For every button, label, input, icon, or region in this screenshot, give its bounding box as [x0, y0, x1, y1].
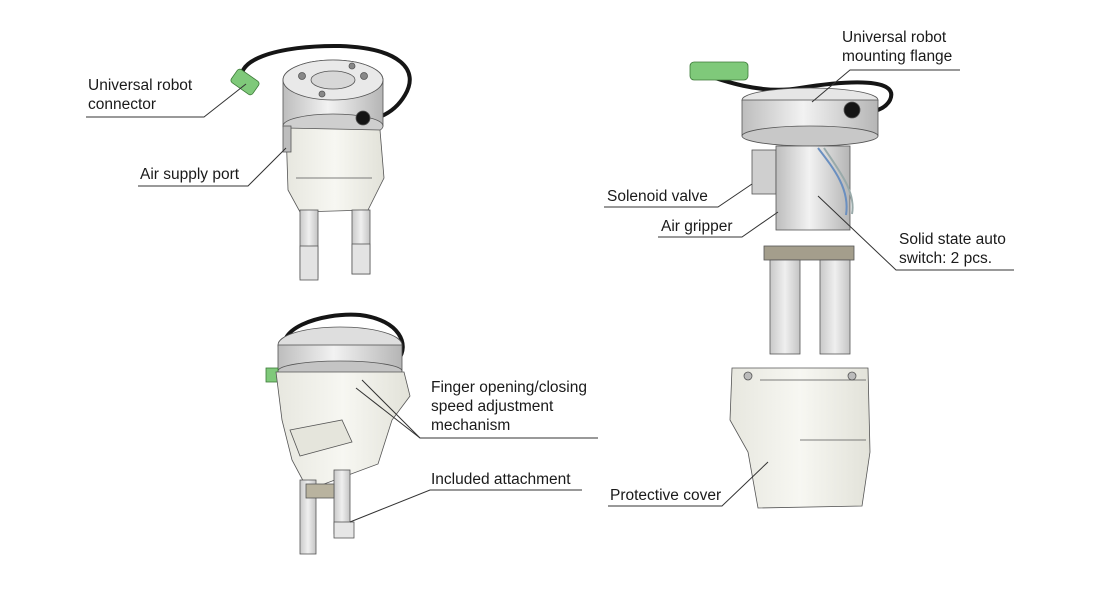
gripper-top-right — [689, 61, 894, 509]
label-air-supply-port: Air supply port — [140, 166, 240, 183]
label-universal-robot-mounting-flange: Universal robot mounting flange — [842, 29, 953, 65]
label-solenoid-valve: Solenoid valve — [607, 188, 708, 205]
label-protective-cover: Protective cover — [610, 487, 722, 504]
connector-icon — [230, 68, 260, 96]
label-included-attachment: Included attachment — [431, 471, 571, 488]
leader-air-supply-port — [138, 147, 287, 187]
connector-icon — [689, 61, 749, 81]
label-air-gripper: Air gripper — [661, 218, 733, 235]
leader-lines — [86, 69, 1014, 523]
protective-cover-shape — [729, 367, 871, 509]
leader-solid-state-auto-switch — [817, 195, 1014, 271]
cable — [239, 43, 412, 122]
gripper-top-left — [230, 43, 412, 281]
label-finger-speed-adjustment: Finger opening/closing speed adjustment … — [431, 379, 587, 434]
label-solid-state-auto-switch: Solid state auto switch: 2 pcs. — [899, 231, 1006, 267]
leader-universal-robot-mounting-flange — [811, 69, 960, 103]
leader-solenoid-valve — [604, 183, 753, 208]
leader-included-attachment — [349, 489, 582, 523]
leader-universal-robot-connector — [86, 83, 247, 118]
leader-finger-speed-adjustment-2 — [355, 387, 421, 439]
gripper-bottom-left — [265, 312, 411, 555]
leader-protective-cover — [608, 461, 769, 507]
leader-air-gripper — [658, 211, 779, 238]
label-universal-robot-connector: Universal robot connector — [88, 77, 193, 113]
